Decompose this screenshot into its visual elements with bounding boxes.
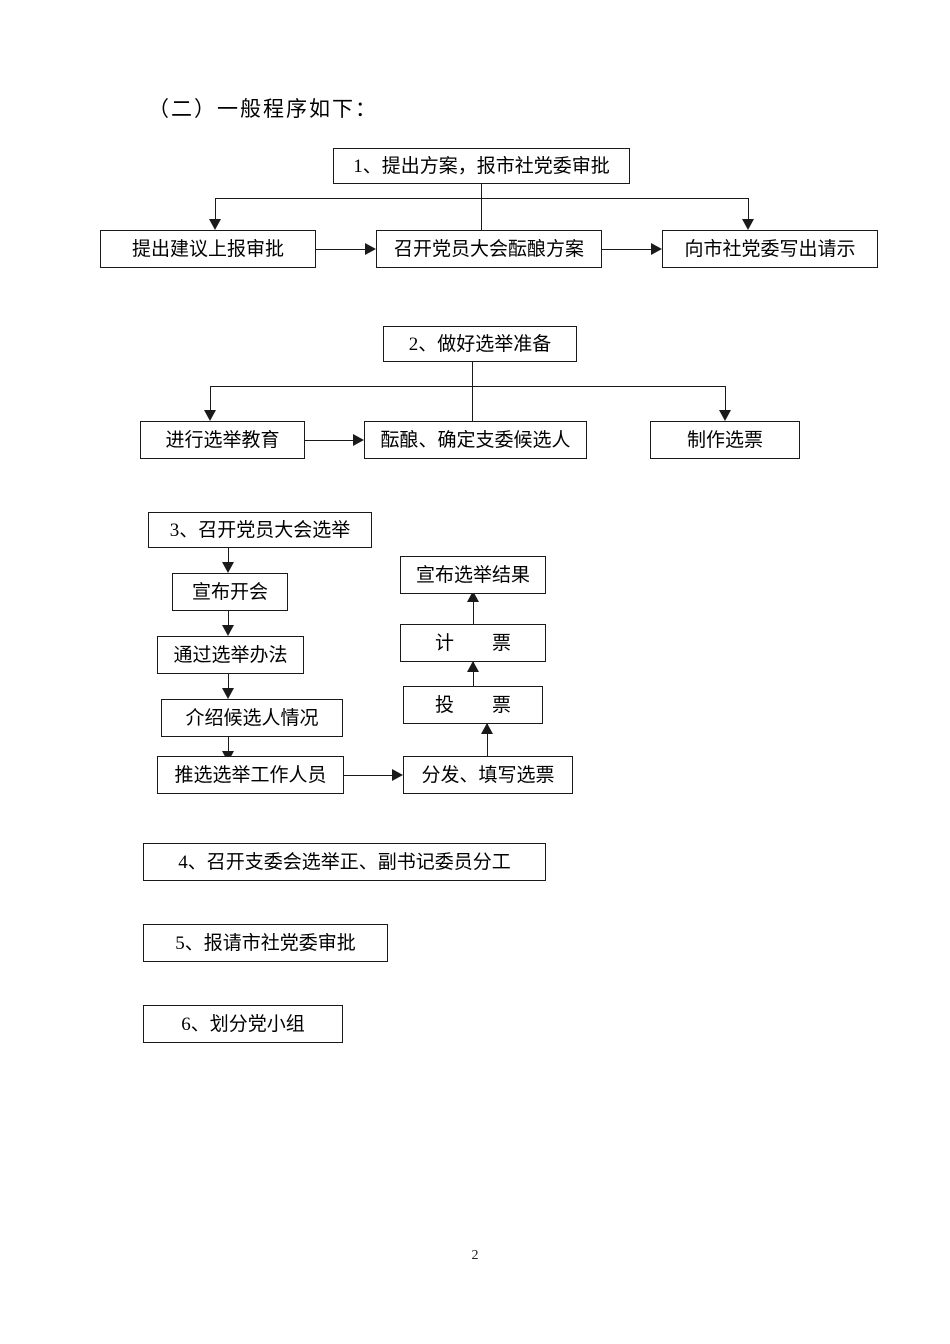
- arrow-right-icon: [353, 434, 364, 446]
- arrow-down-icon: [204, 410, 216, 421]
- section-1-branch-right: [748, 198, 749, 221]
- node-make-ballots: 制作选票: [650, 421, 800, 459]
- arrow-down-icon: [719, 410, 731, 421]
- section-2-branch-left: [210, 386, 211, 412]
- connector-v: [228, 611, 229, 629]
- connector-v: [473, 592, 474, 624]
- section-2-branch-bar: [210, 386, 725, 387]
- node-pass-election-method: 通过选举办法: [157, 636, 304, 674]
- section-3-title-box: 3、召开党员大会选举: [148, 512, 372, 548]
- node-written-request: 向市社党委写出请示: [662, 230, 878, 268]
- arrow-up-icon: [467, 591, 479, 602]
- node-announce-meeting: 宣布开会: [172, 573, 288, 611]
- arrow-down-icon: [209, 219, 221, 230]
- section-2-branch-center: [472, 386, 473, 421]
- node-submit-proposal: 提出建议上报审批: [100, 230, 316, 268]
- section-1-title-box: 1、提出方案，报市社党委审批: [333, 148, 630, 184]
- arrow-right-icon: [365, 243, 376, 255]
- connector-h: [316, 249, 367, 250]
- node-select-election-staff: 推选选举工作人员: [157, 756, 344, 794]
- node-election-education: 进行选举教育: [140, 421, 305, 459]
- node-announce-results: 宣布选举结果: [400, 556, 546, 594]
- section-2-stem: [472, 362, 473, 386]
- arrow-down-icon: [222, 562, 234, 573]
- node-party-meeting-proposal: 召开党员大会酝酿方案: [376, 230, 602, 268]
- node-determine-candidates: 酝酿、确定支委候选人: [364, 421, 587, 459]
- connector-v: [487, 724, 488, 756]
- connector-v: [473, 662, 474, 686]
- arrow-up-icon: [481, 723, 493, 734]
- section-4-title-box: 4、召开支委会选举正、副书记委员分工: [143, 843, 546, 881]
- connector-v: [228, 737, 229, 755]
- node-voting: 投 票: [403, 686, 543, 724]
- node-distribute-fill-ballots: 分发、填写选票: [403, 756, 573, 794]
- connector-v: [228, 674, 229, 692]
- arrow-right-icon: [392, 769, 403, 781]
- connector-h: [344, 775, 394, 776]
- section-2-branch-right: [725, 386, 726, 412]
- section-6-title-box: 6、划分党小组: [143, 1005, 343, 1043]
- arrow-right-icon: [651, 243, 662, 255]
- arrow-down-icon: [742, 219, 754, 230]
- arrow-up-icon: [467, 661, 479, 672]
- page-number: 2: [471, 1248, 479, 1263]
- section-1-branch-center: [481, 198, 482, 230]
- node-introduce-candidates: 介绍候选人情况: [161, 699, 343, 737]
- arrow-down-icon: [222, 625, 234, 636]
- node-counting-votes: 计 票: [400, 624, 546, 662]
- arrow-down-icon: [222, 688, 234, 699]
- section-3-stem: [228, 548, 229, 566]
- connector-h: [602, 249, 653, 250]
- page-heading: （二）一般程序如下：: [148, 97, 378, 121]
- section-1-branch-left: [215, 198, 216, 221]
- connector-h: [305, 440, 355, 441]
- section-5-title-box: 5、报请市社党委审批: [143, 924, 388, 962]
- section-2-title-box: 2、做好选举准备: [383, 326, 577, 362]
